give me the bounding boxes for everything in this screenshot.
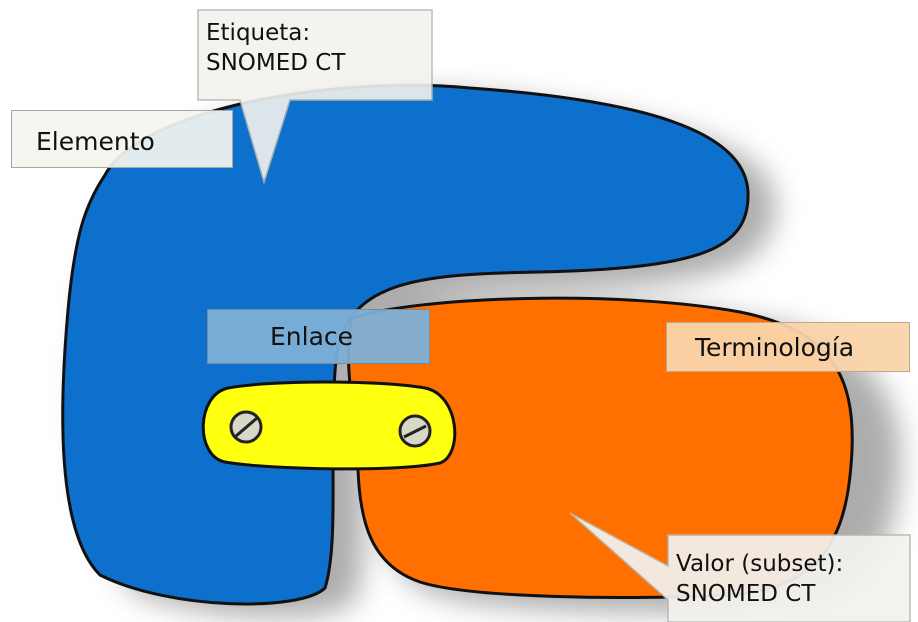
element-label: Elemento [11, 110, 233, 168]
screw-icon [231, 412, 261, 442]
value-callout-line2: SNOMED CT [676, 579, 843, 609]
link-label: Enlace [207, 309, 430, 364]
label-callout-line2: SNOMED CT [206, 48, 345, 78]
screw-icon [400, 416, 430, 446]
value-callout-line1: Valor (subset): [676, 549, 843, 579]
label-callout-line1: Etiqueta: [206, 18, 345, 48]
terminology-label: Terminología [666, 322, 910, 372]
label-callout-text: Etiqueta: SNOMED CT [206, 18, 345, 78]
value-callout-text: Valor (subset): SNOMED CT [676, 549, 843, 609]
